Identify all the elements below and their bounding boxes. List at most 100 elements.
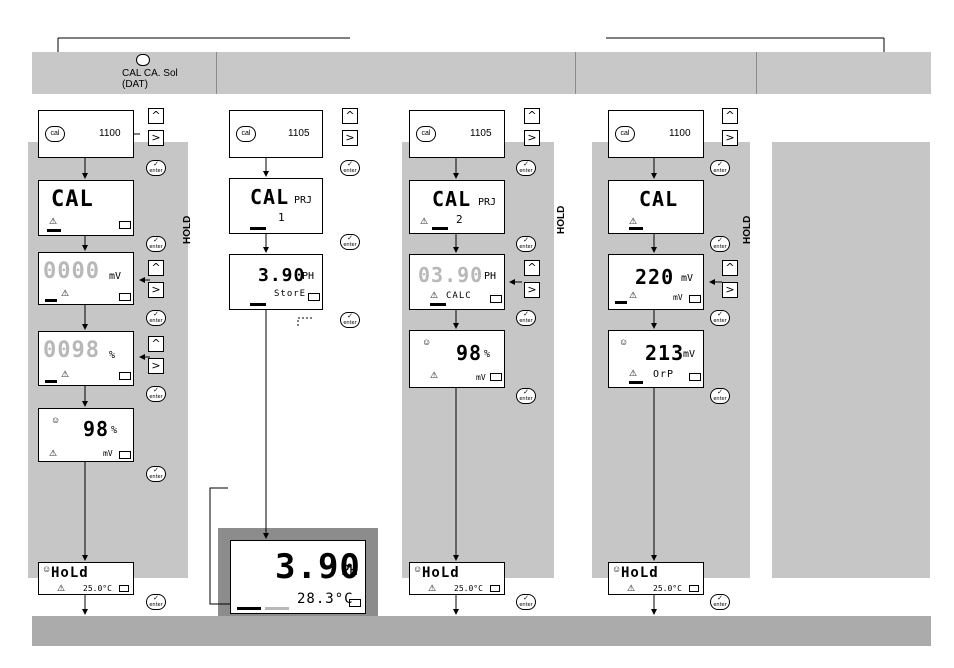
warning-icon: ⚠	[627, 583, 636, 593]
col1-right-button-2[interactable]: >	[148, 282, 164, 298]
col4-enter-button-5[interactable]: ✓enter	[710, 594, 730, 610]
sensor-icon	[689, 373, 701, 381]
col3-enter-button-5[interactable]: ✓enter	[516, 594, 536, 610]
col3-up-button-2[interactable]: ^	[524, 260, 540, 276]
col2-display-2-bar	[250, 303, 266, 306]
col1-enter-button-2[interactable]: ✓enter	[146, 236, 166, 252]
col2-display-2-main: 3.90	[258, 265, 306, 286]
col4-enter-button-3[interactable]: ✓enter	[710, 310, 730, 326]
col1-up-button-2[interactable]: ^	[148, 260, 164, 276]
col4-display-1: CAL ⚠	[608, 180, 704, 234]
col4-display-2-main: 220	[635, 265, 675, 289]
col1-cal-box: cal 1100	[38, 110, 134, 158]
col4-up-button[interactable]: ^	[722, 108, 738, 124]
col1-display-1-main: CAL	[51, 187, 94, 212]
col1-enter-button-3[interactable]: ✓enter	[146, 310, 166, 326]
col2-code: 1105	[288, 128, 310, 139]
sensor-icon	[689, 585, 699, 592]
col2-display-2-unit: PH	[302, 271, 315, 282]
col3-display-2-sub: CALC	[446, 291, 472, 301]
header-cell-4	[757, 52, 931, 94]
cal-key-icon[interactable]: cal	[615, 126, 635, 142]
col1-hold-main: HoLd	[51, 565, 89, 581]
col1-enter-button-1[interactable]: ✓enter	[146, 160, 166, 176]
col2-display-2-sub: StorE	[274, 289, 307, 299]
col4-display-1-bar	[629, 227, 643, 230]
col4-display-3-unit: mV	[683, 349, 696, 360]
col1-enter-button-4[interactable]: ✓enter	[146, 386, 166, 402]
smiley-icon: ☺	[619, 337, 629, 347]
warning-icon: ⚠	[49, 216, 58, 226]
col1-display-3: 0098 % ⚠	[38, 331, 134, 386]
header-cell-3	[576, 52, 757, 94]
header-title: CAL CA. Sol	[122, 68, 178, 79]
col4-display-2-unit: mV	[681, 273, 694, 284]
col3-display-hold: ☺ HoLd ⚠ 25.0°C	[409, 562, 505, 595]
col2-enter-button-2[interactable]: ✓enter	[340, 234, 360, 250]
col4-display-3-sub: OrP	[653, 369, 675, 380]
col3-hold-aux: 25.0°C	[454, 584, 483, 593]
col3-display-2-bar	[430, 303, 446, 306]
header-cell-1	[32, 52, 217, 94]
col3-right-button[interactable]: >	[524, 130, 540, 146]
col4-code: 1100	[669, 128, 691, 139]
col2-display-1: CAL PRJ 1	[229, 178, 323, 234]
col3-display-1-main: CAL	[432, 187, 472, 211]
warning-icon: ⚠	[430, 370, 439, 380]
col2-result-bar-2	[265, 607, 289, 610]
sensor-icon	[349, 599, 361, 607]
cal-key-icon[interactable]: cal	[45, 126, 65, 142]
col3-up-button[interactable]: ^	[524, 108, 540, 124]
warning-icon: ⚠	[420, 216, 429, 226]
col2-enter-button-3[interactable]: ✓enter	[340, 312, 360, 328]
header-subtitle: (DAT)	[122, 79, 148, 90]
col3-display-3-aux: mV	[476, 373, 486, 382]
sensor-icon	[119, 585, 129, 592]
col4-cal-box: cal 1100	[608, 110, 704, 158]
col1-display-4-unit: %	[111, 425, 118, 436]
col1-right-button[interactable]: >	[148, 130, 164, 146]
col3-right-button-2[interactable]: >	[524, 282, 540, 298]
col1-display-2-unit: mV	[109, 271, 122, 282]
col4-right-button-2[interactable]: >	[722, 282, 738, 298]
col1-display-1-bar	[47, 229, 61, 232]
warning-icon: ⚠	[629, 368, 638, 378]
header-cell-2	[217, 52, 576, 94]
col3-enter-button-3[interactable]: ✓enter	[516, 310, 536, 326]
col1-display-hold: ☺ HoLd ⚠ 25.0°C	[38, 562, 134, 595]
sensor-icon	[119, 451, 131, 459]
cal-key-icon[interactable]: cal	[236, 126, 256, 142]
col2-up-button[interactable]: ^	[342, 108, 358, 124]
col1-display-1: CAL ⚠	[38, 180, 134, 236]
warning-icon: ⚠	[430, 290, 439, 300]
col4-display-3-bar	[629, 381, 643, 384]
col1-enter-button-5[interactable]: ✓enter	[146, 466, 166, 482]
col3-cal-box: cal 1105	[409, 110, 505, 158]
col4-display-2-bar	[615, 301, 627, 304]
col3-display-1-unit: PRJ	[478, 197, 497, 208]
col1-up-button-3[interactable]: ^	[148, 336, 164, 352]
col3-enter-button-1[interactable]: ✓enter	[516, 160, 536, 176]
warning-icon: ⚠	[61, 288, 70, 298]
top-bracket	[57, 37, 885, 52]
smiley-icon: ☺	[422, 337, 432, 347]
col2-result-unit: PH	[341, 563, 358, 579]
col4-enter-button-1[interactable]: ✓enter	[710, 160, 730, 176]
col2-enter-button-1[interactable]: ✓enter	[340, 160, 360, 176]
col4-right-button[interactable]: >	[722, 130, 738, 146]
col2-right-button[interactable]: >	[342, 130, 358, 146]
col4-display-1-main: CAL	[639, 187, 679, 211]
col3-enter-button-4[interactable]: ✓enter	[516, 388, 536, 404]
col1-up-button[interactable]: ^	[148, 108, 164, 124]
col3-enter-button-2[interactable]: ✓enter	[516, 236, 536, 252]
col4-enter-button-4[interactable]: ✓enter	[710, 388, 730, 404]
col4-enter-button-2[interactable]: ✓enter	[710, 236, 730, 252]
col4-up-button-2[interactable]: ^	[722, 260, 738, 276]
col1-right-button-3[interactable]: >	[148, 358, 164, 374]
col1-hold-aux: 25.0°C	[83, 584, 112, 593]
col2-display-1-main: CAL	[250, 185, 290, 209]
cal-key-icon[interactable]: cal	[416, 126, 436, 142]
sensor-icon	[119, 293, 131, 301]
smiley-icon: ☺	[51, 415, 61, 425]
col1-enter-button-6[interactable]: ✓enter	[146, 594, 166, 610]
